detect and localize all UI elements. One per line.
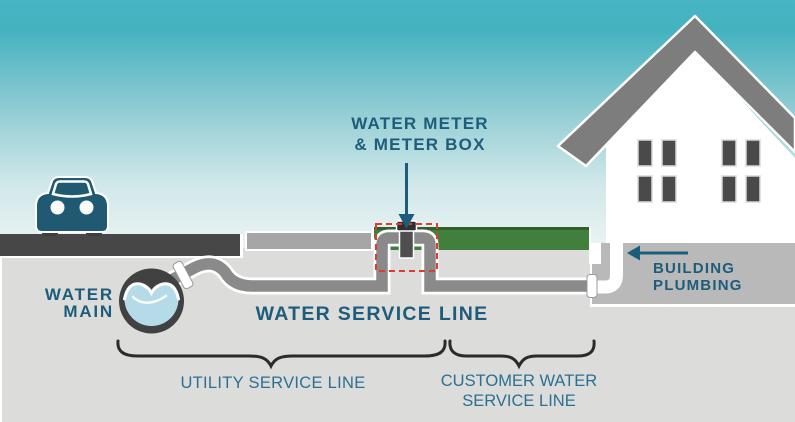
- pipe-coupling-house: [586, 274, 598, 298]
- customer-label-line2: SERVICE LINE: [462, 392, 576, 410]
- left-arrow-icon: [627, 245, 688, 261]
- house-windows: [637, 139, 761, 203]
- roof: [556, 14, 795, 168]
- water-service-line-label: WATER SERVICE LINE: [255, 303, 489, 325]
- water-main-label-line1: WATER: [44, 285, 114, 304]
- road: [0, 234, 243, 258]
- water-meter-label-line2: & METER BOX: [354, 135, 486, 154]
- curly-brace-right: [448, 339, 596, 370]
- car-body: [35, 176, 109, 233]
- building-plumbing-label: BUILDING PLUMBING: [653, 260, 743, 294]
- water-main-water: [124, 283, 179, 326]
- curly-brace-left: [116, 339, 447, 370]
- car-headlight-right: [79, 200, 94, 215]
- water-main-label: WATER MAIN: [14, 285, 114, 321]
- water-meter-label-line1: WATER METER: [351, 114, 489, 133]
- car-headlight-left: [50, 200, 65, 215]
- water-main-label-line2: MAIN: [63, 301, 114, 321]
- building-plumbing-label-line2: PLUMBING: [653, 276, 743, 294]
- house-icon: [556, 14, 795, 243]
- customer-label-line1: CUSTOMER WATER: [440, 372, 598, 390]
- car-windshield: [51, 180, 93, 198]
- car-icon: [35, 176, 109, 236]
- building-plumbing-pipe: [586, 242, 623, 298]
- house-foundation: [590, 243, 795, 307]
- building-plumbing-label-line1: BUILDING: [653, 260, 736, 277]
- water-meter-label: WATER METER & METER BOX: [320, 113, 520, 155]
- customer-water-service-line-label: CUSTOMER WATER SERVICE LINE: [419, 371, 619, 411]
- water-service-pipe: [161, 229, 591, 295]
- pipe-coupling-main: [172, 260, 194, 290]
- utility-service-line-label: UTILITY SERVICE LINE: [180, 374, 366, 392]
- water-main-icon: [119, 268, 184, 334]
- down-arrow-icon: [398, 163, 415, 229]
